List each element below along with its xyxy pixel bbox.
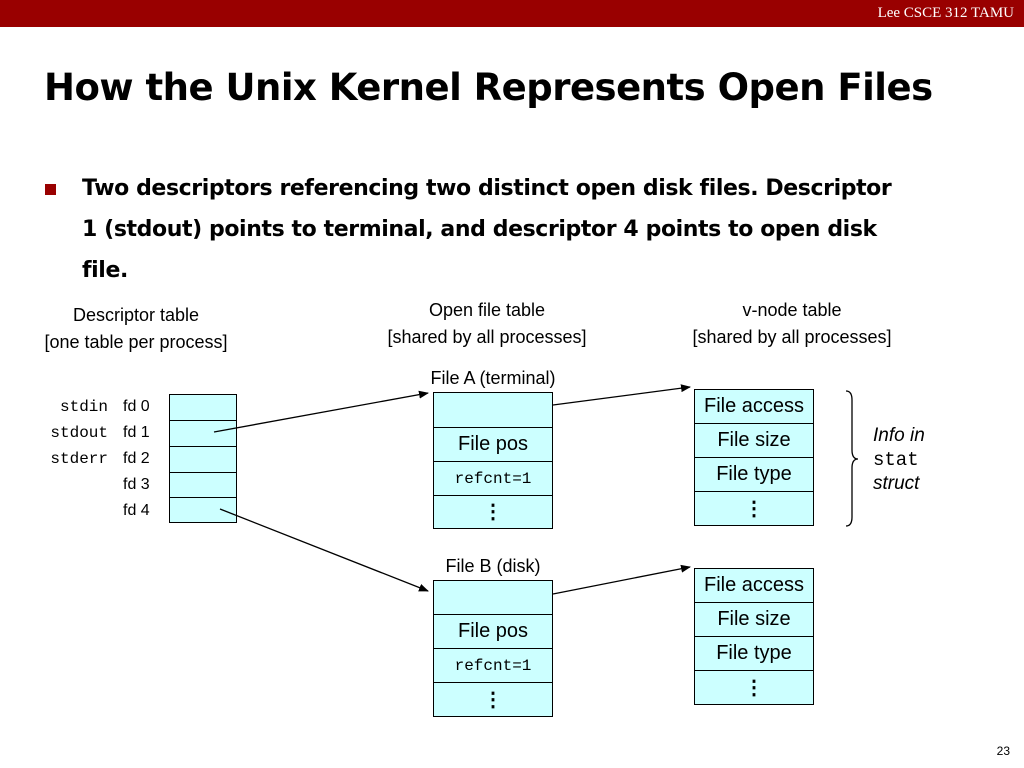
stat-info-line2: stat [873, 449, 919, 471]
vnode-a-access-cell: File access [694, 389, 814, 424]
bullet-square-icon [45, 184, 56, 195]
fd2-cell [169, 446, 237, 473]
vnode-b-size-cell: File size [694, 602, 814, 637]
file-b-to-vnode-b-arrow [552, 564, 691, 595]
descriptor-table-title: Descriptor table [72, 305, 200, 325]
descriptor-table-subtitle: [one table per process] [44, 332, 228, 352]
vnode-a-size-cell: File size [694, 423, 814, 458]
course-label: Lee CSCE 312 TAMU [877, 5, 1014, 21]
file-a-label: File A (terminal) [430, 368, 556, 388]
page-number: 23 [996, 744, 1010, 758]
fd1-cell [169, 420, 237, 447]
stat-info-line1: Info in [873, 425, 925, 446]
vnode-a-type-cell: File type [694, 457, 814, 492]
fd2-label: fd 2 [123, 450, 150, 467]
file-b-pos-cell: File pos [433, 614, 553, 649]
vnode-b-more-cell: ⋮ [694, 670, 814, 705]
fd1-label: fd 1 [123, 424, 150, 441]
file-b-more-cell: ⋮ [433, 682, 553, 717]
fd3-label: fd 3 [123, 476, 150, 493]
open-file-table-subtitle: [shared by all processes] [387, 327, 587, 347]
vnode-table-subtitle: [shared by all processes] [692, 327, 892, 347]
stat-info-note: Info in stat struct [873, 424, 925, 496]
file-b-label: File B (disk) [445, 556, 541, 576]
slide-title: How the Unix Kernel Represents Open File… [44, 66, 933, 109]
vnode-table-title: v-node table [742, 300, 842, 320]
vnode-b-type-cell: File type [694, 636, 814, 671]
file-b-refcnt-cell: refcnt=1 [433, 648, 553, 683]
stat-brace [845, 390, 859, 527]
fd0-label: fd 0 [123, 398, 150, 415]
top-banner: Lee CSCE 312 TAMU [0, 0, 1024, 27]
file-a-pos-cell: File pos [433, 427, 553, 462]
stdin-label: stdin [59, 398, 108, 416]
stdout-label: stdout [50, 424, 108, 442]
stderr-label: stderr [50, 450, 108, 468]
file-a-vnode-ptr-cell [433, 392, 553, 428]
fd1-to-file-a-arrow [213, 390, 429, 433]
bullet-text: Two descriptors referencing two distinct… [82, 176, 892, 283]
open-file-table-title: Open file table [428, 300, 546, 320]
fd4-label: fd 4 [123, 502, 150, 519]
file-a-to-vnode-a-arrow [552, 384, 691, 406]
stat-info-line3: struct [873, 473, 920, 494]
fd4-cell [169, 497, 237, 523]
vnode-a-more-cell: ⋮ [694, 491, 814, 526]
file-b-vnode-ptr-cell [433, 580, 553, 615]
fd4-to-file-b-arrow [219, 508, 429, 592]
file-a-more-cell: ⋮ [433, 495, 553, 529]
fd0-cell [169, 394, 237, 421]
